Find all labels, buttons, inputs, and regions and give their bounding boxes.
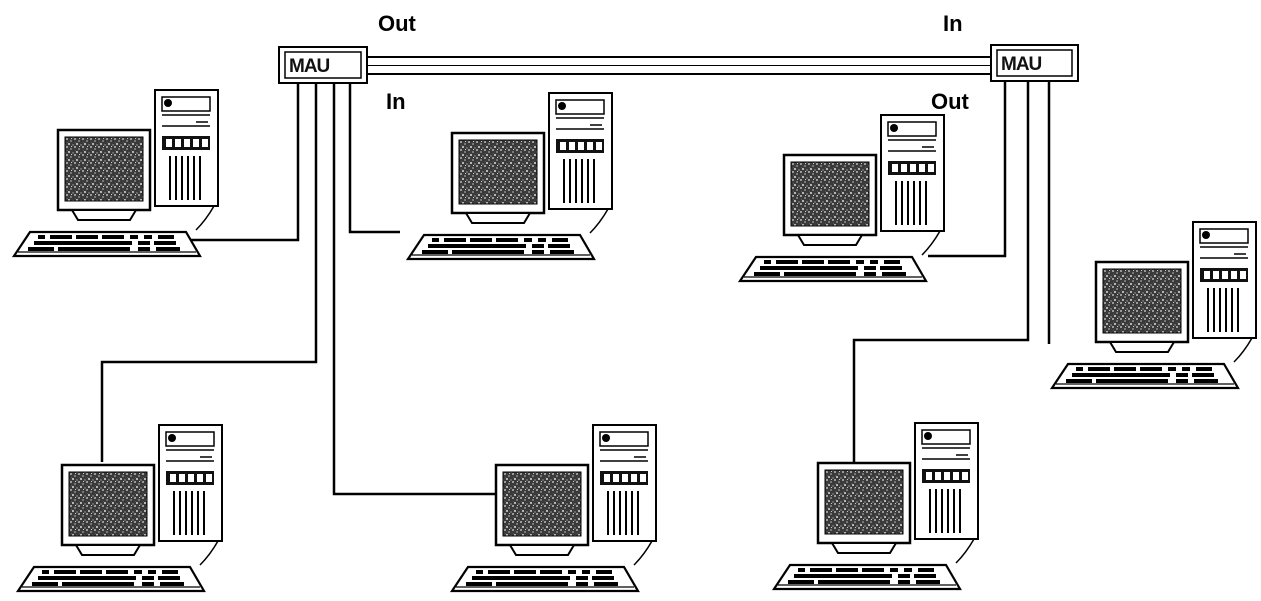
mau-right: MAU <box>991 45 1078 81</box>
mau-left: MAU <box>279 47 367 83</box>
mau-right-label: MAU <box>1001 54 1042 75</box>
mau-left-label: MAU <box>289 56 330 77</box>
workstation-5 <box>18 425 222 591</box>
ring-cable <box>362 57 997 74</box>
workstation-2 <box>408 93 612 259</box>
mau-left-out-label: Out <box>378 11 417 36</box>
mau-right-out-label: Out <box>931 89 970 114</box>
mau-left-in-label: In <box>386 89 406 114</box>
workstation-3 <box>740 115 944 281</box>
workstation-6 <box>452 425 656 591</box>
workstation-1 <box>14 90 218 256</box>
workstation-7 <box>774 423 978 589</box>
mau-right-in-label: In <box>943 11 963 36</box>
workstation-4 <box>1052 222 1256 388</box>
